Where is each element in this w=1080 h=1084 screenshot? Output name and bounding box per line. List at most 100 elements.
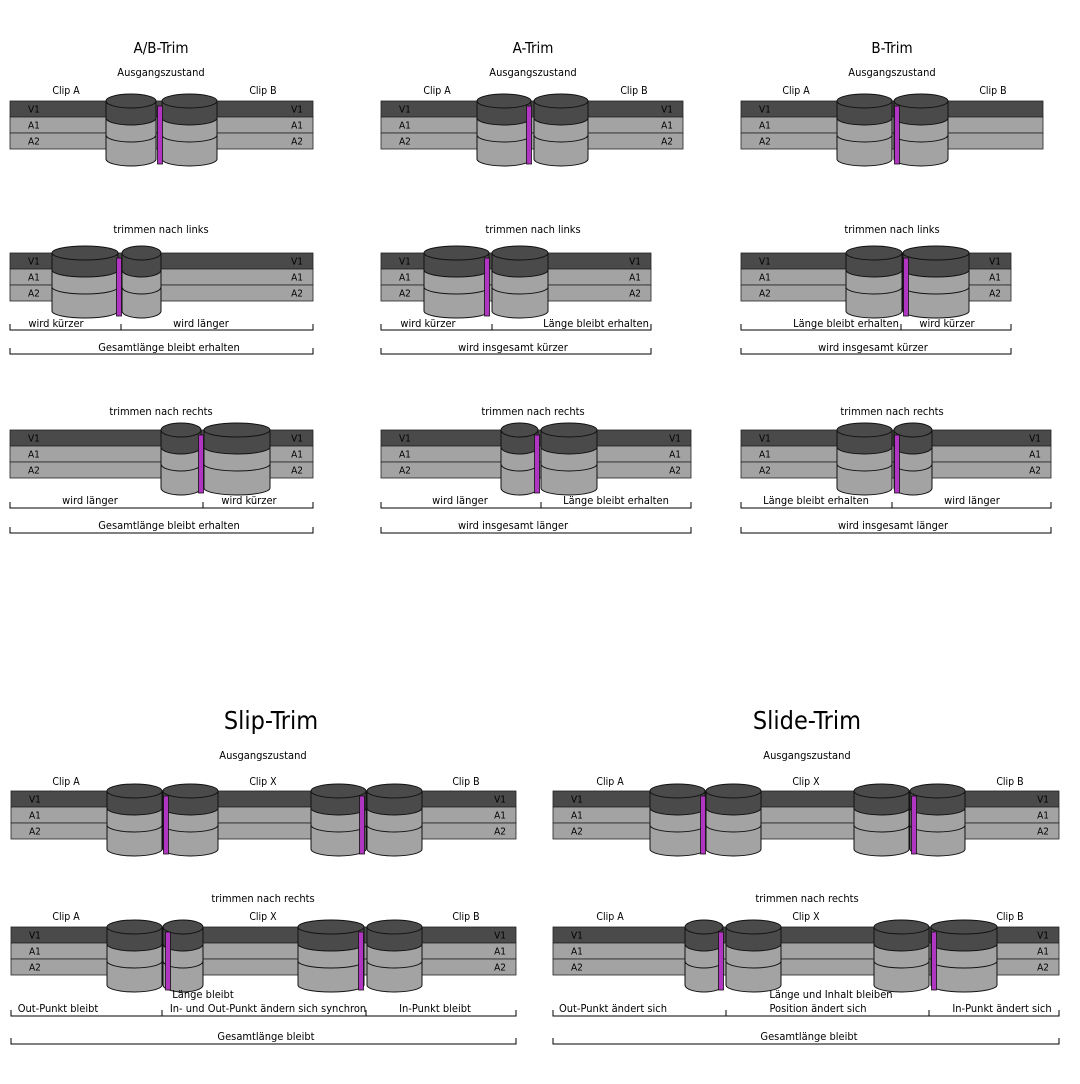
clip-roll-separator [366,960,423,969]
edit-point-1 [163,795,169,855]
track-label-a2: A2 [399,137,411,148]
slide-trim-state-initial-label: Ausgangszustand [763,749,850,762]
track-label-v1: V1 [28,105,40,116]
track-label-a1: A1 [571,947,583,958]
clip-roll-2 [893,422,933,496]
b-trim-section: B-Trim Ausgangszustand Clip A Clip B V1A… [740,39,1052,534]
edit-point-1 [157,105,163,165]
track-label-a1: A1 [28,450,40,461]
track-label-a2-right: A2 [629,289,641,300]
track-label-a2: A2 [759,137,771,148]
clip-roll-2 [705,783,762,857]
clip-roll-separator [366,824,423,833]
clip-roll-top [366,919,423,935]
slip-clip-a-label-2: Clip A [52,911,80,923]
a-right-annotations: wird länger Länge bleibt erhalten wird i… [380,494,692,534]
track-label-a2-right: A2 [1029,466,1041,477]
edit-point-1 [526,105,532,165]
ab-left-annotations: wird kürzer wird länger Gesamtlänge blei… [9,317,314,355]
track-label-v1-right: V1 [661,105,673,116]
edit-point-2 [931,931,937,991]
clip-roll-top [930,919,998,935]
slide-trim-section: Slide-Trim Ausgangszustand Clip A Clip X… [552,706,1060,1045]
clip-roll-1 [836,93,893,167]
clip-roll-2 [203,422,271,496]
clip-roll-top [297,919,365,935]
track-label-a1: A1 [759,450,771,461]
edit-point-1 [894,434,900,494]
clip-roll-separator [836,463,893,472]
clip-roll-separator [161,134,218,143]
clip-roll-top [533,93,589,109]
track-label-a1-right: A1 [661,121,673,132]
slip-clip-x-label-2: Clip X [249,911,277,923]
track-label-a1: A1 [29,947,41,958]
slide-trim-title: Slide-Trim [753,706,861,735]
track-label-a1: A1 [399,273,411,284]
track-band-a1 [380,116,684,134]
clip-roll-separator [705,824,762,833]
track-label-v1-right: V1 [1037,795,1049,806]
ab-left-b-note: wird länger [173,317,230,330]
track-label-v1-right: V1 [291,434,303,445]
slide-clip-x-label-2: Clip X [792,911,820,923]
clip-roll-2 [491,245,549,319]
track-label-v1: V1 [29,931,41,942]
slide-in-note: In-Punkt ändert sich [952,1002,1051,1015]
slide-mid-note-2: Position ändert sich [769,1002,866,1015]
clip-roll-top [310,783,367,799]
clip-roll-top [873,919,930,935]
a-trim-title: A-Trim [513,39,554,57]
clip-roll-separator [106,960,163,969]
clip-roll-top [902,245,970,261]
slide-clip-a-label-2: Clip A [596,911,624,923]
track-label-a2-right: A2 [291,137,303,148]
clip-roll-top [540,422,598,438]
track-band-v1 [380,100,684,118]
b-clip-a-label: Clip A [782,85,810,97]
clip-roll-1 [845,245,903,319]
track-band-a2 [552,822,1060,840]
track-label-a2-right: A2 [661,137,673,148]
ab-trim-title: A/B-Trim [133,39,188,57]
track-label-v1-right: V1 [1037,931,1049,942]
a-left-total-note: wird insgesamt kürzer [458,341,569,354]
b-right-b-note: wird länger [944,494,1001,507]
track-label-a2: A2 [399,289,411,300]
track-band-a2 [10,958,517,976]
track-label-a2: A2 [571,827,583,838]
clip-roll-top [893,93,949,109]
clip-roll-top [366,783,423,799]
a-trim-state-initial-label: Ausgangszustand [489,66,576,79]
clip-roll-1 [476,93,532,167]
clip-roll-2 [725,919,782,993]
track-label-a2-right: A2 [291,466,303,477]
slip-annotations: Länge bleibt Out-Punkt bleibt In- und Ou… [10,988,517,1045]
clip-roll-top [121,245,162,261]
edit-point-1 [116,257,122,317]
clip-roll-separator [105,134,157,143]
clip-roll-separator [725,960,782,969]
track-label-v1-right: V1 [669,434,681,445]
ab-right-annotations: wird länger wird kürzer Gesamtlänge blei… [9,494,314,534]
track-label-a2: A2 [28,466,40,477]
clip-roll-1 [106,919,163,993]
clip-roll-top [476,93,532,109]
clip-roll-1 [106,783,163,857]
clip-roll-1 [649,783,706,857]
track-band-a2 [10,822,517,840]
track-label-a2: A2 [29,827,41,838]
ab-trim-state-left-label: trimmen nach links [113,223,208,236]
slip-in-note: In-Punkt bleibt [399,1002,471,1015]
slip-trim-state-right-label: trimmen nach rechts [211,892,314,905]
clip-roll-separator [853,824,910,833]
a-right-total-note: wird insgesamt länger [458,519,569,532]
track-label-v1: V1 [571,931,583,942]
track-label-v1-right: V1 [629,257,641,268]
track-band-a1 [10,942,517,960]
